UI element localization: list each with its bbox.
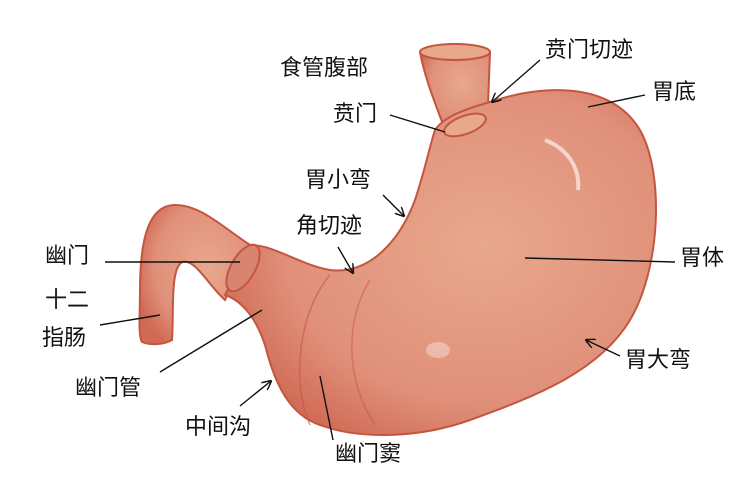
stomach-shape [223,89,657,437]
greater-curvature-arrow [586,340,621,357]
label-fundus: 胃底 [652,80,697,105]
label-pyloric-canal: 幽门管 [75,376,142,401]
label-lesser-curvature: 胃小弯 [305,168,372,193]
label-cardia: 贲门 [333,102,378,127]
label-duodenum-line1: 十二 [45,288,90,313]
label-cardiac-notch: 贲门切迹 [545,38,634,63]
label-angular-notch: 角切迹 [296,214,363,239]
lesser-curvature-arrow [382,194,404,216]
label-pylorus: 幽门 [45,244,90,269]
cardiac-notch-arrow [492,59,541,102]
pyloric-antrum-leader [319,375,334,441]
body-leader [524,257,676,263]
label-pyloric-antrum: 幽门窦 [335,442,402,467]
duodenum-leader [99,314,161,326]
pyloric-canal-leader [159,309,263,373]
label-esophagus-abdominal: 食管腹部 [280,56,369,81]
cardia-leader [389,114,446,133]
intermediate-sulcus-arrow [239,381,271,407]
label-greater-curvature: 胃大弯 [625,348,692,373]
fundus-leader [587,94,646,108]
label-intermediate-sulcus: 中间沟 [185,415,252,440]
angular-notch-arrow [337,246,353,273]
label-body: 胃体 [680,246,725,271]
label-duodenum-line2: 指肠 [42,326,87,351]
